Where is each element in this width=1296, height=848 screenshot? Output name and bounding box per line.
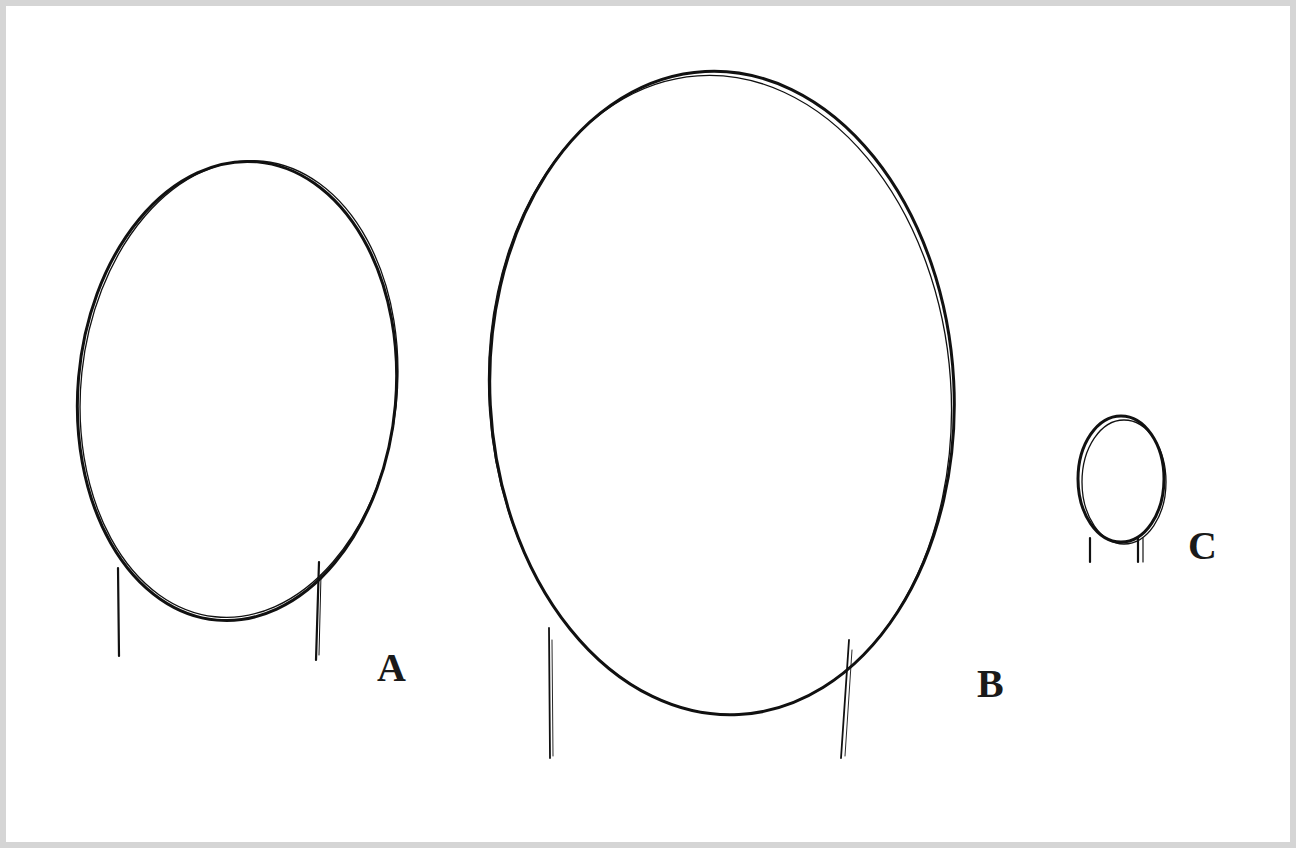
- neck-line: [1090, 538, 1143, 562]
- neck-line: [549, 628, 852, 758]
- head-outline: [1078, 416, 1166, 544]
- part-letter: B: [977, 664, 1004, 704]
- part-letter: A: [377, 648, 406, 688]
- neck-line: [118, 562, 321, 660]
- head-outline: [467, 59, 973, 730]
- panel: [6, 6, 1290, 842]
- head-outline: [58, 145, 420, 634]
- part-letter: C: [1188, 526, 1217, 566]
